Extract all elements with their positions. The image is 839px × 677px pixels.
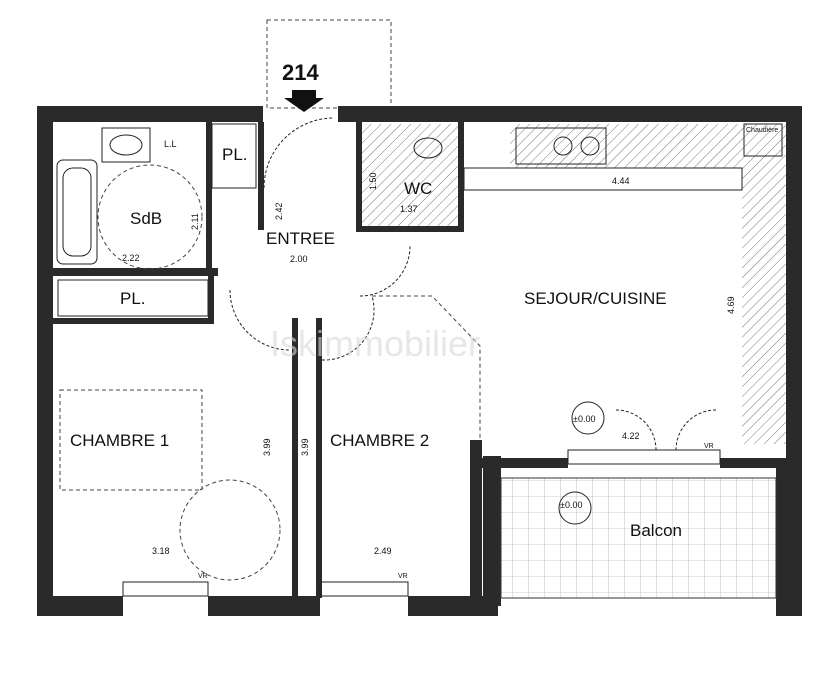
room-pl-top: PL. xyxy=(222,145,248,164)
label-ll: L.L xyxy=(164,139,177,149)
dim-ch1-h: 3.99 xyxy=(262,438,272,456)
dim-entree-w: 2.00 xyxy=(290,254,308,264)
watermark: Iskimmobilier xyxy=(270,323,480,364)
dim-wc-h: 1.50 xyxy=(368,172,378,190)
level-marker-sejour xyxy=(571,401,605,435)
boiler-box xyxy=(743,123,783,157)
level-balcon: ±0.00 xyxy=(560,500,582,510)
dim-sejour-w: 4.44 xyxy=(612,176,630,186)
doors xyxy=(229,117,717,451)
interior-walls xyxy=(53,122,482,600)
closet-pl xyxy=(57,279,209,317)
balcony-floor xyxy=(500,477,777,599)
room-entree: ENTREE xyxy=(266,229,335,248)
dim-sejour-bottom: 4.22 xyxy=(622,431,640,441)
kitchen-line xyxy=(463,167,743,191)
closet-pl-top xyxy=(211,123,257,189)
room-sdb: SdB xyxy=(130,209,162,228)
entry-landing-outline xyxy=(266,19,392,109)
room-pl-mid: PL. xyxy=(120,289,146,308)
kitchen-sink xyxy=(515,127,607,165)
wc-hatch xyxy=(362,124,458,226)
window-ch2 xyxy=(319,581,409,597)
dim-entree-h: 2.42 xyxy=(274,202,284,220)
window-sejour xyxy=(567,449,721,465)
window-ch1 xyxy=(122,581,209,597)
level-sejour: ±0.00 xyxy=(573,414,595,424)
dim-wc-w: 1.37 xyxy=(400,204,418,214)
room-chambre1: CHAMBRE 1 xyxy=(70,431,169,450)
side-counter xyxy=(742,168,786,444)
dim-sdb-h: 2.11 xyxy=(190,213,200,230)
room-wc: WC xyxy=(404,179,432,198)
turning-circle-sdb xyxy=(97,164,203,270)
dim-ch1-w: 3.18 xyxy=(152,546,170,556)
room-balcon: Balcon xyxy=(630,521,682,540)
entry-arrow-icon xyxy=(284,90,324,112)
vr-sejour: VR xyxy=(704,443,714,450)
dim-ch2-w: 2.49 xyxy=(374,546,392,556)
unit-number: 214 xyxy=(282,60,319,85)
washbasin xyxy=(101,127,151,163)
turning-circle-ch1 xyxy=(179,479,281,581)
label-chaudiere: Chaudière xyxy=(746,127,778,134)
level-marker-balcon xyxy=(558,491,592,525)
bathtub xyxy=(56,159,98,265)
dim-ch2-h: 3.99 xyxy=(300,438,310,456)
outer-walls xyxy=(37,106,802,616)
kitchen-counter xyxy=(510,124,786,168)
dim-sejour-h: 4.69 xyxy=(726,296,736,314)
room-chambre2: CHAMBRE 2 xyxy=(330,431,429,450)
bed-outline xyxy=(59,389,203,491)
vr-ch2: VR xyxy=(398,573,408,580)
vr-ch1: VR xyxy=(198,573,208,580)
room-sejour: SEJOUR/CUISINE xyxy=(524,289,667,308)
dim-sdb-w: 2.22 xyxy=(122,253,140,263)
toilet xyxy=(413,137,443,159)
